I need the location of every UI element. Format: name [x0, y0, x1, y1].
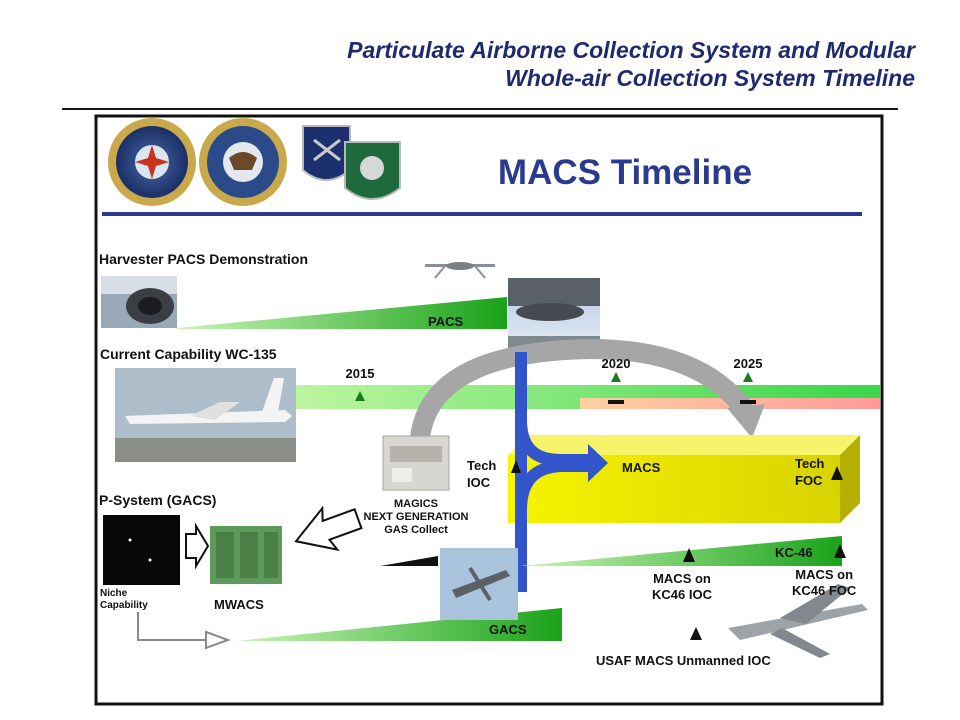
year-marker-2025 — [743, 372, 753, 382]
unmanned-ioc-marker — [690, 627, 702, 640]
mwacs-to-magics-arrow — [294, 505, 363, 552]
niche-flow-line — [137, 612, 208, 641]
niche-capability-label: Niche Capability — [100, 588, 148, 611]
unmanned-ioc-label: USAF MACS Unmanned IOC — [596, 653, 771, 668]
dod-seal-logo — [199, 118, 287, 206]
heading-rule — [102, 212, 862, 216]
blue-flow-vertical — [515, 352, 527, 592]
psystem-gacs-label: P-System (GACS) — [99, 492, 217, 508]
blue-flow-upper-curve — [515, 419, 590, 466]
kc46-aircraft-image — [728, 584, 868, 658]
uav-drone-image — [425, 262, 495, 279]
magics-label: MAGICS NEXT GENERATION GAS Collect — [363, 498, 469, 536]
harvester-engine-photo — [101, 276, 177, 328]
psystem-to-mwacs-arrow — [185, 522, 210, 570]
current-capability-label: Current Capability WC-135 — [100, 346, 277, 362]
year-label-2025: 2025 — [734, 356, 763, 371]
macs-kc46-foc-label: MACS on KC46 FOC — [792, 567, 857, 598]
macs-kc46-ioc-label: MACS on KC46 IOC — [652, 571, 712, 602]
title-divider — [62, 108, 898, 110]
c130-aircraft-photo — [440, 548, 518, 620]
macs-block-top — [508, 435, 860, 455]
tech-ioc-label: Tech IOC — [467, 458, 497, 490]
wc135-aircraft-photo — [115, 368, 296, 462]
pacs-bar-label: PACS — [428, 314, 464, 329]
psystem-photo-speck — [128, 538, 132, 542]
year-label-2015: 2015 — [346, 366, 375, 381]
year-tick-2020 — [608, 400, 624, 404]
blue-flow-arrowhead — [588, 444, 608, 482]
slide-title-line2: Whole-air Collection System Timeline — [505, 65, 915, 91]
mwacs-equipment-photo — [210, 526, 282, 584]
macs-bar-label: MACS — [622, 460, 661, 475]
gas-collect-marker — [380, 556, 438, 566]
stratcom-seal-logo — [108, 118, 196, 206]
tech-ioc-marker — [511, 460, 521, 473]
kc46-ioc-marker — [683, 548, 695, 562]
gacs-bar-label: GACS — [489, 622, 527, 637]
macs-block-side — [840, 435, 860, 523]
transition-arrowhead — [727, 404, 765, 438]
mwacs-label: MWACS — [214, 597, 264, 612]
kc46-foc-marker — [834, 544, 846, 558]
psystem-photo-speck — [148, 558, 152, 562]
harvester-pacs-label: Harvester PACS Demonstration — [99, 251, 309, 267]
blue-flow-lower-curve — [515, 460, 590, 511]
kc46-bar-label: KC-46 — [775, 545, 813, 560]
kc46-bar — [520, 536, 842, 566]
pacs-bar — [177, 297, 507, 329]
year-marker-2020 — [611, 372, 621, 382]
magics-instrument-photo — [382, 435, 450, 491]
transition-curve-arrow — [410, 338, 754, 440]
year-label-2020: 2020 — [602, 356, 631, 371]
diagram-heading: MACS Timeline — [498, 153, 752, 192]
tech-foc-label: Tech FOC — [795, 456, 825, 488]
air-force-shields-logo — [302, 125, 401, 200]
slide-title-line1: Particulate Airborne Collection System a… — [347, 37, 915, 63]
tech-foc-marker — [831, 466, 843, 480]
slide-title: Particulate Airborne Collection System a… — [347, 36, 915, 92]
year-tick-2025 — [740, 400, 756, 404]
niche-flow-arrowhead — [205, 630, 231, 650]
year-marker-2015 — [355, 391, 365, 401]
psystem-dark-photo — [103, 515, 180, 585]
